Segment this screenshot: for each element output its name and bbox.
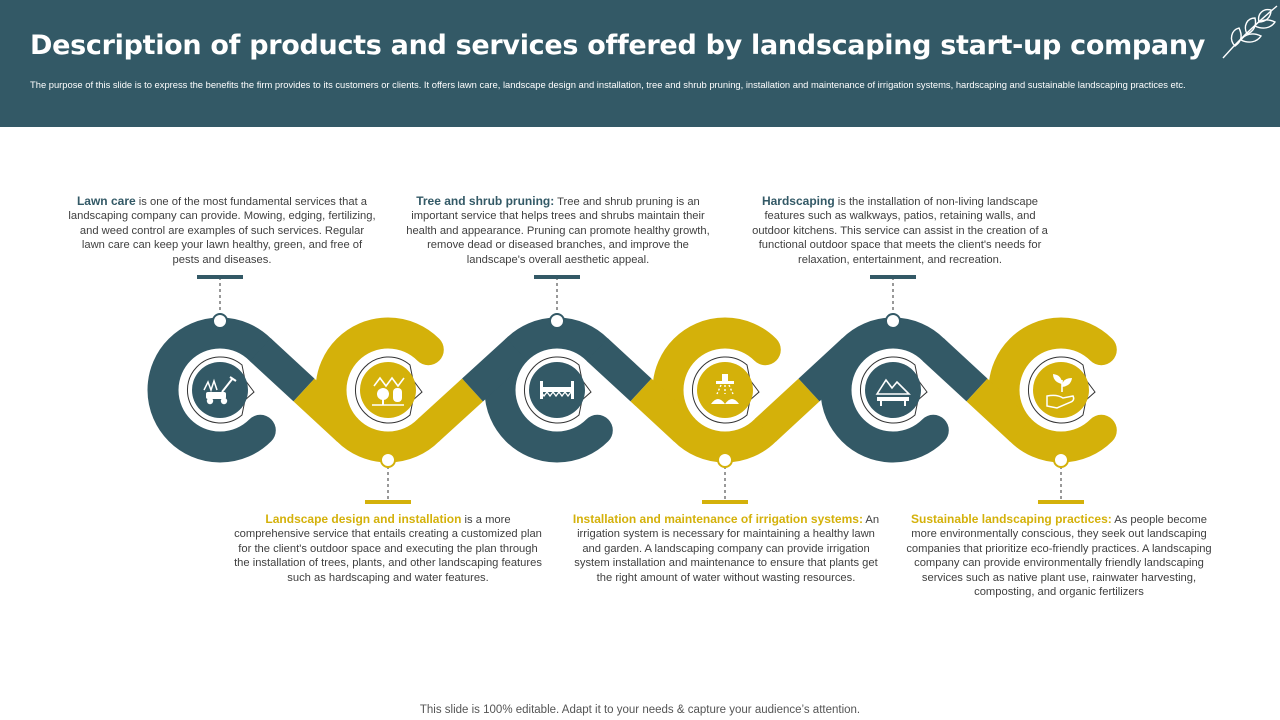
connector-marker [365, 452, 411, 504]
wave-loop-4 [652, 317, 781, 463]
service-description-tree-pruning: Tree and shrub pruning: Tree and shrub p… [403, 194, 713, 267]
wave-loop-2 [315, 317, 444, 463]
service-label: Hardscaping [761, 194, 835, 208]
eco-plant-hand-icon [1046, 374, 1075, 409]
connector-marker [197, 275, 243, 329]
wave-loop-6 [988, 317, 1117, 463]
wave-connector [249, 338, 315, 402]
service-description-irrigation: Installation and maintenance of irrigati… [571, 512, 881, 585]
service-label: Installation and maintenance of irrigati… [572, 512, 863, 526]
service-text: Tree and shrub pruning is an important s… [406, 196, 710, 266]
service-icon-badge [1027, 356, 1096, 424]
service-icon-badge [186, 356, 255, 424]
wave-connector [293, 378, 359, 442]
connector-marker [870, 275, 916, 329]
wave-connector [798, 338, 864, 402]
service-icon-badge [859, 356, 928, 424]
service-text: is the installation of non-living landsc… [752, 196, 1048, 266]
hardscape-mountain-icon [875, 378, 911, 406]
connector-marker [534, 275, 580, 329]
header-band: Description of products and services off… [0, 0, 1280, 127]
wave-loop-1 [147, 317, 276, 463]
wave-loop-3 [484, 317, 613, 463]
service-icon-badge [354, 356, 423, 424]
connector-marker [1038, 452, 1084, 504]
service-icon-badge [523, 356, 592, 424]
wave-loop-5 [820, 317, 949, 463]
wave-connector [417, 378, 483, 442]
service-description-hardscaping: Hardscaping is the installation of non-l… [745, 194, 1055, 267]
pruning-saw-icon [540, 381, 574, 399]
service-label: Lawn care [76, 194, 136, 208]
service-label: Landscape design and installation [265, 512, 462, 526]
service-text: An irrigation system is necessary for ma… [574, 514, 880, 584]
service-text: As people become more environmentally co… [906, 514, 1212, 599]
connector-marker [702, 452, 748, 504]
service-text: is a more comprehensive service that ent… [234, 514, 542, 584]
wave-connector [630, 378, 696, 442]
irrigation-sprinkler-icon [711, 374, 739, 404]
service-text: is one of the most fundamental services … [68, 196, 376, 266]
landscape-design-icon [372, 376, 405, 406]
wave-connector [462, 338, 528, 402]
service-icon-badge [691, 356, 760, 424]
page-subtitle: The purpose of this slide is to express … [30, 79, 1186, 90]
page-title: Description of products and services off… [30, 30, 1206, 61]
service-label: Tree and shrub pruning: [416, 194, 555, 208]
leaf-branch-icon [1222, 5, 1278, 59]
footer-note: This slide is 100% editable. Adapt it to… [419, 704, 861, 716]
lawn-mower-icon [203, 376, 237, 405]
service-description-lawn-care: Lawn care is one of the most fundamental… [67, 194, 377, 267]
wave-connector [754, 378, 820, 442]
wave-connector [966, 378, 1032, 442]
service-description-sustainable: Sustainable landscaping practices: As pe… [904, 512, 1214, 599]
wave-connector [586, 338, 652, 402]
service-description-landscape-design: Landscape design and installation is a m… [233, 512, 543, 585]
wave-connector [922, 338, 988, 402]
service-label: Sustainable landscaping practices: [911, 512, 1112, 526]
